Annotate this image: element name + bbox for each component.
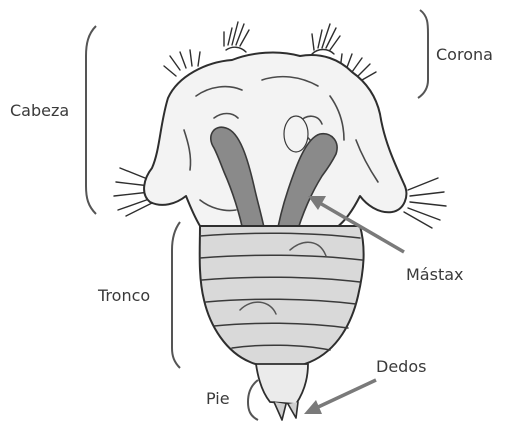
label-pie: Pie <box>206 389 230 408</box>
head-outline <box>144 53 406 228</box>
bracket-pie <box>248 380 258 420</box>
label-dedos: Dedos <box>376 357 426 376</box>
bracket-corona <box>418 10 428 98</box>
bracket-cabeza <box>86 26 96 214</box>
label-cabeza: Cabeza <box>10 101 69 120</box>
foot-outline <box>256 364 308 404</box>
label-mastax: Mástax <box>406 265 464 284</box>
label-corona: Corona <box>436 45 493 64</box>
trunk-outline <box>200 226 364 368</box>
arrow-dedos <box>316 380 376 408</box>
bracket-tronco <box>172 222 180 368</box>
label-tronco: Tronco <box>97 286 150 305</box>
toes <box>274 402 298 420</box>
